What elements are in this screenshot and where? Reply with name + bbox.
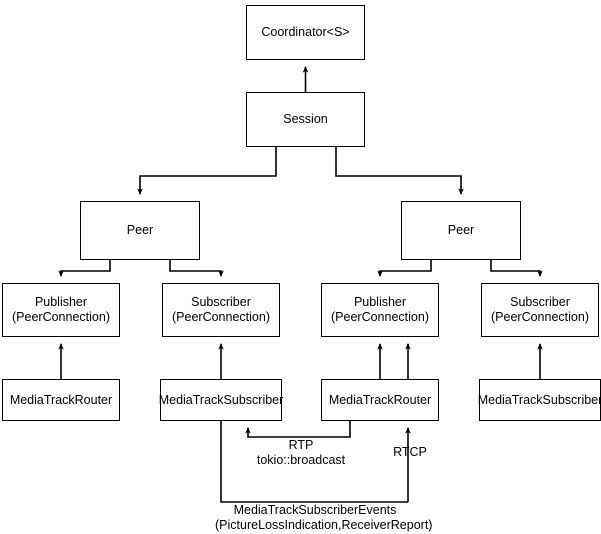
node-mediatracksubscriber-right[interactable]: MediaTrackSubscriber xyxy=(478,379,601,421)
connector-session-to-peer-left xyxy=(137,147,277,196)
connector-rtp-mtr-right-to-mts-left xyxy=(245,421,351,438)
node-coordinator[interactable]: Coordinator<S> xyxy=(246,5,365,60)
node-publisher-left[interactable]: Publisher (PeerConnection) xyxy=(2,283,120,337)
connector-events-mts-left-to-mtr-right xyxy=(220,421,408,503)
node-publisher-right[interactable]: Publisher (PeerConnection) xyxy=(321,283,439,337)
edge-label-rtcp: RTCP xyxy=(393,445,427,459)
node-peer-right[interactable]: Peer xyxy=(401,201,521,260)
connector-session-to-peer-right xyxy=(335,147,464,196)
connector-peer-right-to-publisher-right xyxy=(377,260,432,278)
node-session[interactable]: Session xyxy=(246,92,365,147)
node-mediatracksubscriber-left[interactable]: MediaTrackSubscriber xyxy=(159,379,283,421)
node-peer-left[interactable]: Peer xyxy=(80,201,200,260)
connector-peer-right-to-subscriber-right xyxy=(490,260,543,278)
connector-peer-left-to-subscriber-left xyxy=(169,260,224,278)
connector-peer-left-to-publisher-left xyxy=(58,260,111,278)
node-mediatrackrouter-right[interactable]: MediaTrackRouter xyxy=(321,379,439,421)
node-subscriber-left[interactable]: Subscriber (PeerConnection) xyxy=(162,283,280,337)
node-subscriber-right[interactable]: Subscriber (PeerConnection) xyxy=(481,283,599,337)
edge-label-rtp: RTP tokio::broadcast xyxy=(256,438,346,467)
edge-label-mediatracksubscriberevents: MediaTrackSubscriberEvents (PictureLossI… xyxy=(215,503,433,532)
node-mediatrackrouter-left[interactable]: MediaTrackRouter xyxy=(2,379,120,421)
